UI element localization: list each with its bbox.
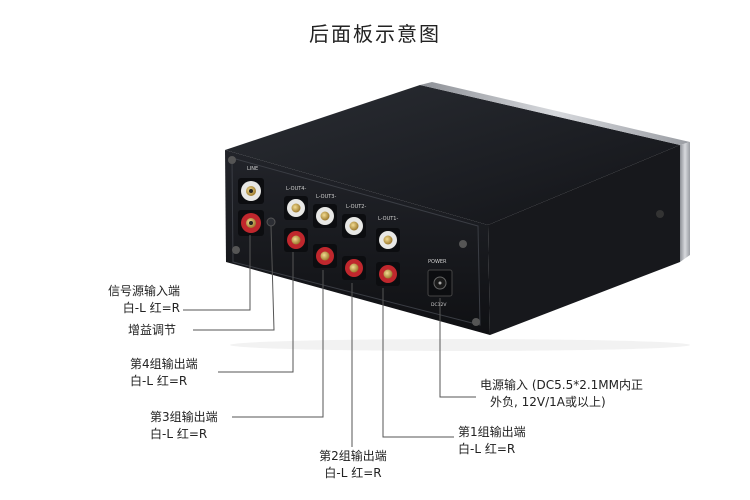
screw-icon — [656, 210, 664, 218]
callout-out3: 第3组输出端 白-L 红=R — [150, 410, 218, 441]
screw-icon — [459, 240, 467, 248]
leader-power — [439, 298, 476, 398]
input-rca-jacks — [238, 178, 264, 236]
leader-out1 — [382, 288, 454, 438]
screw-icon — [228, 156, 236, 164]
callout-out2: 第2组输出端 白-L 红=R — [319, 449, 387, 480]
panel-label-out4: L-OUT4- — [286, 186, 306, 192]
callout-out4: 第4组输出端 白-L 红=R — [130, 357, 198, 388]
panel-label-out2: L-OUT2- — [346, 204, 366, 210]
callout-gain: 增益调节 — [128, 323, 177, 337]
panel-label-out1: L-OUT1- — [378, 216, 398, 222]
leader-out4 — [218, 252, 294, 373]
chassis-top — [225, 85, 680, 225]
callout-power: 电源输入 (DC5.5*2.1MM内正 外负, 12V/1A或以上) — [480, 378, 643, 409]
chassis-silver-side — [420, 82, 690, 145]
leader-gain — [193, 225, 275, 331]
screw-icon — [472, 318, 480, 326]
output-rca-jacks — [284, 196, 400, 286]
callout-input: 信号源输入端 白-L 红=R — [107, 284, 180, 315]
diagram-title: 后面板示意图 — [309, 22, 441, 46]
leader-input — [183, 235, 251, 311]
leader-out3 — [232, 270, 324, 418]
panel-label-out3: L-OUT3- — [316, 194, 336, 200]
chassis-right-side — [488, 145, 680, 335]
panel-label-line: LINE — [247, 166, 258, 172]
screw-icon — [232, 246, 240, 254]
panel-label-power: POWER — [428, 259, 447, 265]
panel-label-dc-spec: DC12V — [431, 302, 447, 308]
callout-out1: 第1组输出端 白-L 红=R — [458, 425, 526, 456]
chassis-front-face — [680, 142, 690, 262]
